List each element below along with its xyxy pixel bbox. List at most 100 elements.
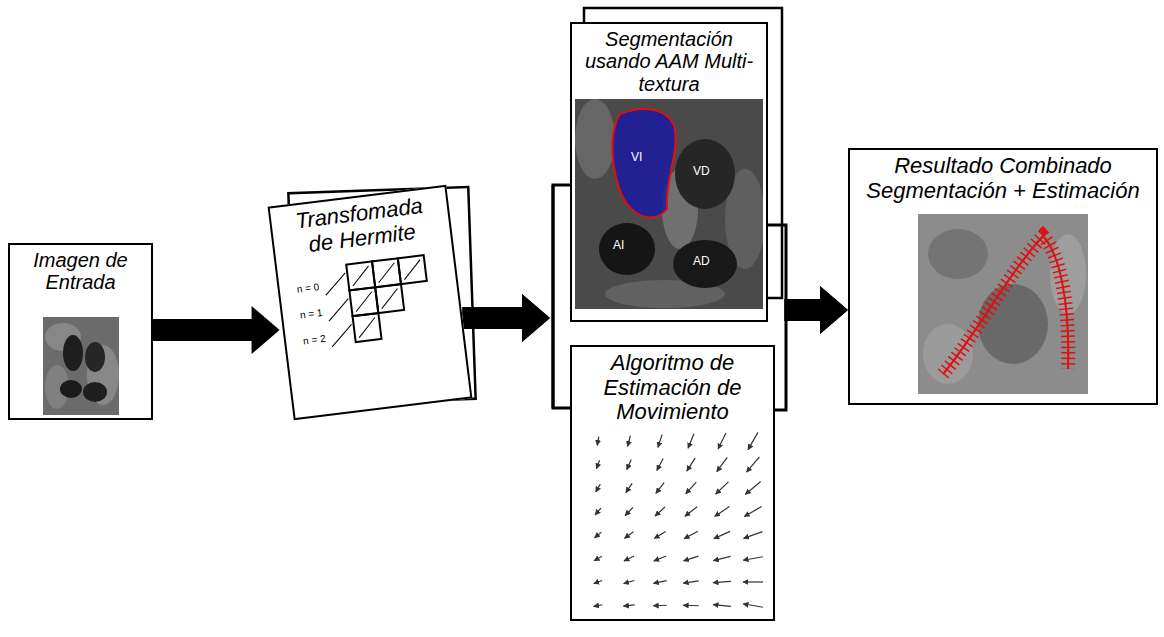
motion-vector — [656, 458, 662, 470]
motion-vector — [595, 484, 600, 492]
motion-vector — [718, 433, 726, 449]
hermite-grid: n = 0 n = 1 n = 2 — [290, 247, 450, 357]
ventricle-contour — [943, 236, 1068, 374]
box-title: Transfomada de Hermite — [288, 193, 433, 259]
motion-vector — [624, 532, 633, 539]
motion-vector — [716, 457, 726, 471]
bracket-line — [552, 348, 555, 408]
chamber-label: AI — [613, 239, 624, 251]
motion-vector — [623, 556, 633, 561]
chamber-label: AD — [693, 255, 710, 267]
motion-vector — [713, 604, 731, 606]
motion-estimation-box: Algoritmo de Estimación de Movimiento — [570, 345, 775, 621]
order-label: n = 0 — [296, 282, 320, 295]
motion-vector — [683, 581, 698, 583]
motion-vector — [686, 458, 694, 471]
chamber — [673, 240, 737, 288]
box-title: Segmentación usando AAM Multi-textura — [584, 28, 754, 95]
motion-vector — [653, 580, 666, 583]
tissue — [923, 324, 973, 384]
grid-cells — [346, 255, 433, 342]
order-leaders — [323, 273, 354, 347]
segmented-ventricle — [612, 109, 675, 217]
chamber-label: VD — [693, 165, 710, 177]
chamber — [675, 139, 735, 209]
motion-vector — [746, 457, 759, 472]
block-arrow — [785, 286, 849, 334]
box-title: Resultado Combinado Segmentación + Estim… — [853, 154, 1153, 203]
segmentation-picture — [575, 99, 763, 309]
flow-arrow — [768, 225, 848, 334]
chamber-label: VI — [631, 151, 642, 163]
chamber — [63, 335, 83, 371]
motion-vector — [745, 481, 760, 494]
motion-vector — [623, 605, 634, 606]
image-ground — [43, 317, 119, 415]
motion-vector — [743, 581, 763, 582]
segmentation-image: VI VD AI AD — [575, 99, 763, 309]
bracket-line — [775, 310, 786, 410]
tissue — [1050, 234, 1086, 314]
block-arrow — [462, 294, 550, 342]
tissue — [928, 229, 988, 279]
motion-vector — [744, 506, 761, 516]
block-arrow — [153, 306, 280, 354]
motion-vector — [653, 605, 666, 607]
motion-vector — [748, 432, 758, 449]
bracket-line — [553, 185, 570, 288]
motion-field — [578, 429, 768, 615]
box-title: Algoritmo de Estimación de Movimiento — [598, 351, 748, 425]
flow-arrow — [775, 286, 848, 410]
motion-vector — [623, 580, 634, 583]
chamber — [85, 342, 105, 372]
tissue — [575, 99, 615, 179]
combined-result-image — [918, 214, 1088, 394]
bracket-line — [768, 225, 786, 310]
flow-arrow — [153, 306, 280, 354]
motion-vector — [626, 459, 631, 469]
order-label: n = 2 — [303, 334, 327, 347]
motion-vector — [625, 507, 633, 515]
motion-vector — [594, 556, 602, 561]
block-arrow — [785, 286, 849, 334]
motion-vector — [685, 482, 695, 494]
motion-vector — [743, 604, 763, 607]
motion-vector — [715, 482, 728, 494]
motion-vector — [683, 605, 699, 607]
motion-vector — [655, 483, 663, 494]
motion-vector — [596, 460, 599, 468]
chamber — [599, 223, 655, 275]
motion-vector — [657, 435, 661, 448]
chamber — [83, 382, 107, 402]
cell-marks — [351, 260, 429, 338]
hermite-transform-card: Transfomada de Hermite n = 0 n = 1 n = 2 — [268, 185, 473, 420]
motion-vector — [714, 506, 729, 516]
box-title: Imagen de Entrada — [13, 249, 148, 294]
image-ground — [918, 214, 1088, 394]
motion-vector — [684, 531, 698, 538]
motion-vector — [713, 581, 731, 582]
motion-vector — [593, 605, 602, 607]
motion-vector — [683, 556, 698, 561]
flow-arrow — [462, 288, 570, 408]
motion-vector — [713, 556, 730, 560]
motion-vectors — [943, 236, 1068, 374]
order-label: n = 1 — [299, 308, 323, 321]
motion-vector — [655, 507, 665, 516]
motion-vector — [593, 580, 601, 583]
ultrasound-image — [43, 317, 119, 415]
vector-field — [578, 429, 768, 615]
motion-vector — [653, 556, 665, 561]
segmentation-box: Segmentación usando AAM Multi-textura VI… — [570, 22, 768, 322]
motion-vector — [595, 508, 601, 515]
chamber — [60, 380, 82, 398]
ultrasound-picture — [43, 317, 119, 415]
input-image-box: Imagen de Entrada — [8, 243, 153, 420]
block-arrow — [462, 294, 550, 342]
motion-vector — [594, 532, 601, 538]
motion-vector — [743, 557, 763, 560]
bracket-line — [553, 288, 570, 408]
motion-vector — [625, 483, 631, 492]
